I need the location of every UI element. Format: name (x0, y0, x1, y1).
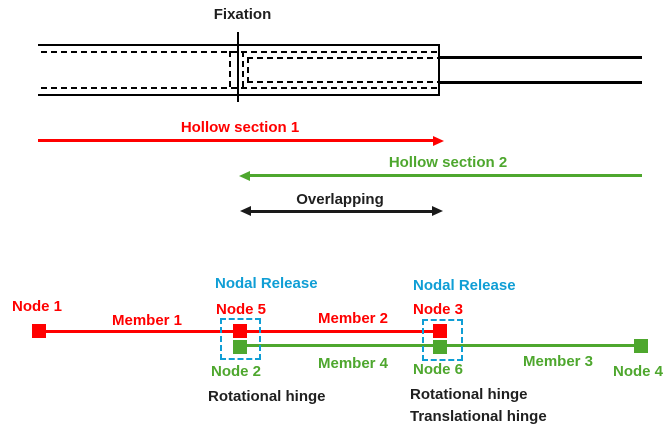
hollow-section-2-visible-wall-bottom (440, 81, 642, 84)
node-3-marker (433, 324, 447, 338)
hollow-section-1-label: Hollow section 1 (180, 119, 300, 136)
hollow-section-2-hidden-wall-bottom (247, 81, 438, 83)
hollow-section-1-outline (38, 44, 440, 96)
hollow-section-2-hidden-wall-top (247, 57, 438, 59)
node-4-label: Node 4 (613, 363, 664, 380)
member-4-label: Member 4 (318, 355, 389, 372)
node-4-marker (634, 339, 648, 353)
hollow-section-2-end-line (242, 51, 244, 89)
hollow-section-2-inner-end-line (247, 57, 249, 83)
member-2-label: Member 2 (318, 310, 389, 327)
member-1-label: Member 1 (112, 312, 183, 329)
nodal-release-left-label: Nodal Release (215, 275, 318, 292)
hollow-section-2-visible-wall-top (440, 56, 642, 59)
node-2-label: Node 2 (211, 363, 262, 380)
overlapping-arrow-line (248, 209, 435, 213)
node-1-marker (32, 324, 46, 338)
fixation-line (237, 32, 239, 102)
nodal-release-box-left (220, 318, 261, 360)
node-3-label: Node 3 (413, 301, 464, 318)
nodal-release-right-label: Nodal Release (413, 277, 516, 294)
rotational-hinge-right-label: Rotational hinge (410, 386, 528, 403)
hollow-section-1-arrow-line (38, 139, 436, 142)
overlapping-label: Overlapping (296, 191, 384, 208)
hollow-section-1-arrowhead-icon (433, 135, 444, 146)
hollow-section-2-label: Hollow section 2 (388, 154, 508, 171)
rotational-hinge-left-label: Rotational hinge (208, 388, 326, 405)
node-5-marker (233, 324, 247, 338)
member-3-label: Member 3 (523, 353, 594, 370)
node-2-marker (233, 340, 247, 354)
overlapping-left-arrowhead-icon (240, 206, 251, 216)
node-5-label: Node 5 (216, 301, 267, 318)
translational-hinge-label: Translational hinge (410, 408, 547, 425)
hollow-section-1-inner-wall-top (41, 51, 437, 53)
hollow-section-2-arrow-line (246, 174, 642, 177)
hollow-section-1-bore-end-line (229, 51, 231, 89)
node-1-label: Node 1 (12, 298, 63, 315)
nodal-release-box-right (422, 319, 463, 361)
hollow-section-2-arrowhead-icon (239, 170, 250, 181)
fixation-label: Fixation (213, 6, 272, 23)
node-6-label: Node 6 (413, 361, 464, 378)
node-6-marker (433, 340, 447, 354)
hollow-section-1-inner-wall-bottom (41, 87, 437, 89)
overlapping-right-arrowhead-icon (432, 206, 443, 216)
